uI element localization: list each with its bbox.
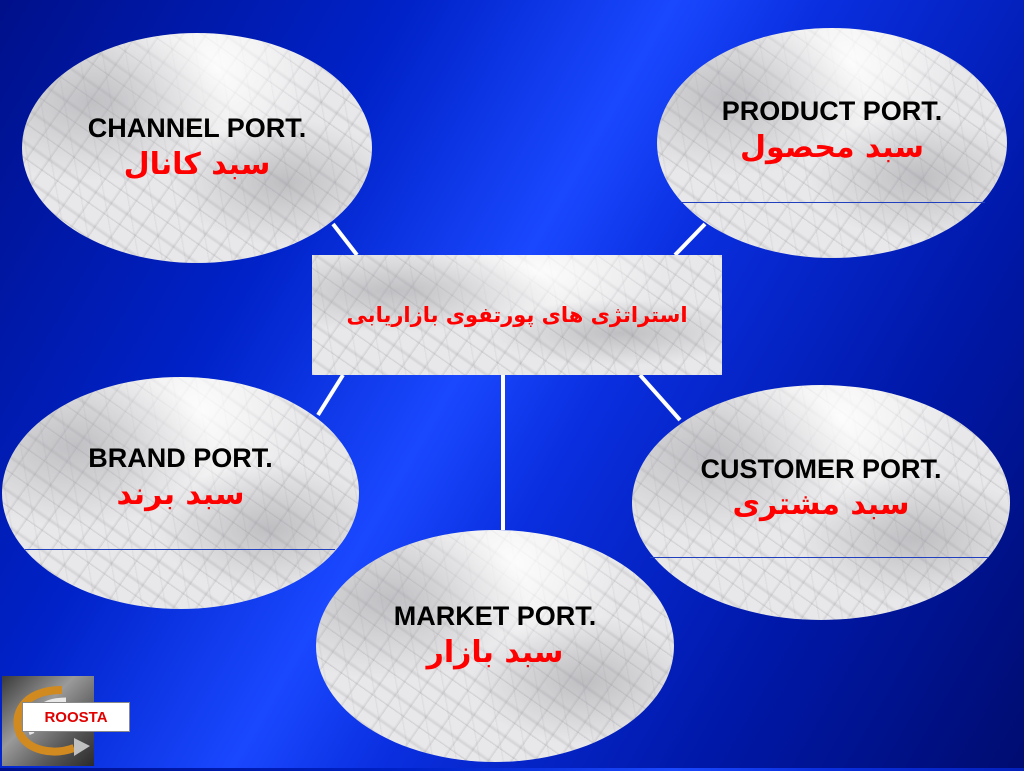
product-port-node: PRODUCT PORT. سبد محصول	[657, 28, 1007, 258]
brand-port-persian-label: سبد برند	[116, 476, 245, 512]
product-port-english-label: PRODUCT PORT.	[721, 96, 943, 127]
market-port-node: MARKET PORT. سبد بازار	[316, 530, 674, 762]
customer-port-english-label: CUSTOMER PORT.	[700, 453, 942, 484]
brand-port-node: BRAND PORT. سبد برند	[2, 377, 359, 609]
channel-port-english-label: CHANNEL PORT.	[87, 113, 307, 144]
brand-port-underline	[25, 549, 335, 550]
customer-port-node: CUSTOMER PORT. سبد مشتری	[632, 385, 1010, 620]
product-port-underline	[680, 202, 985, 203]
roosta-logo-label: ROOSTA	[22, 702, 130, 732]
center-strategy-box: استراتژی های پورتفوی بازاریابی	[312, 255, 722, 375]
product-port-persian-label: سبد محصول	[739, 129, 925, 165]
center-strategy-label: استراتژی های پورتفوی بازاریابی	[346, 303, 688, 327]
connector-channel	[331, 222, 359, 257]
channel-port-persian-label: سبد كانال	[123, 146, 271, 182]
market-port-persian-label: سبد بازار	[426, 634, 564, 670]
brand-port-english-label: BRAND PORT.	[88, 443, 273, 474]
customer-port-persian-label: سبد مشتری	[732, 487, 910, 523]
connector-brand	[316, 373, 345, 417]
channel-port-node: CHANNEL PORT. سبد كانال	[22, 33, 372, 263]
market-port-english-label: MARKET PORT.	[393, 601, 597, 632]
connector-product	[673, 222, 707, 257]
connector-customer	[638, 373, 682, 422]
customer-port-underline	[650, 557, 988, 558]
